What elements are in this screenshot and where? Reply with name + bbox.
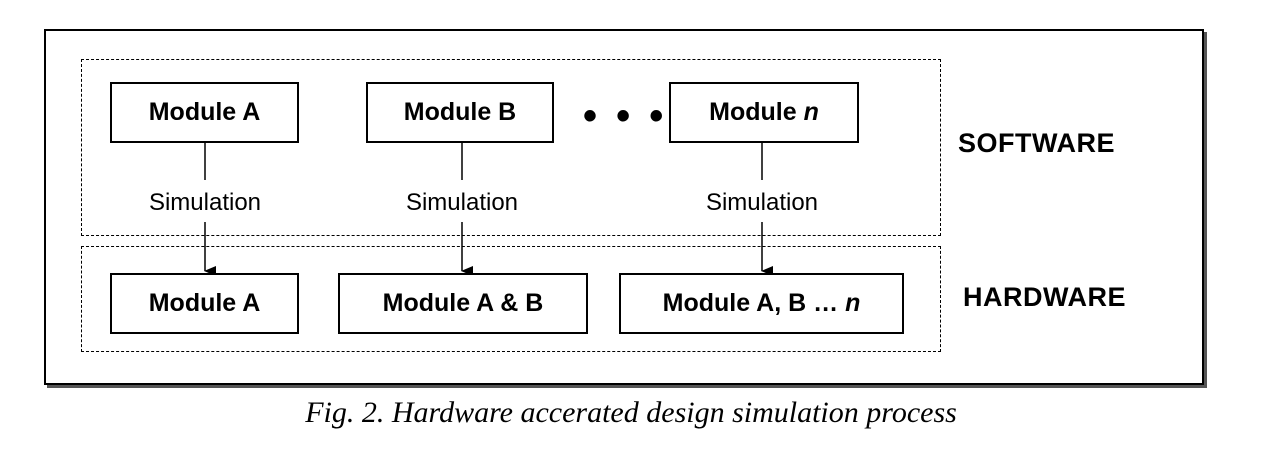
software-module-n-label-italic: n: [803, 98, 819, 126]
simulation-label-b: Simulation: [382, 188, 542, 218]
software-region: [81, 59, 941, 236]
hardware-module-a: Module A: [110, 273, 299, 334]
modules-ellipsis: • • •: [583, 94, 668, 138]
hardware-module-abn-label-prefix: Module A, B …: [662, 289, 846, 317]
hardware-module-a-label: Module A: [148, 289, 261, 317]
figure-caption: Fig. 2. Hardware accerated design simula…: [305, 396, 957, 429]
hardware-module-abn-label-italic: n: [845, 289, 861, 317]
hardware-module-ab: Module A & B: [338, 273, 588, 334]
hardware-label: HARDWARE: [963, 282, 1126, 312]
simulation-label-a: Simulation: [125, 188, 285, 218]
software-module-a: Module A: [110, 82, 299, 143]
software-module-a-label: Module A: [148, 98, 261, 126]
software-module-n-label-prefix: Module: [709, 98, 804, 126]
hardware-module-abn: Module A, B … n: [619, 273, 904, 334]
software-module-b: Module B: [366, 82, 554, 143]
diagram-frame: [44, 29, 1204, 385]
software-module-b-label: Module B: [403, 98, 517, 126]
software-label: SOFTWARE: [958, 128, 1115, 158]
software-module-n: Module n: [669, 82, 859, 143]
simulation-label-n: Simulation: [682, 188, 842, 218]
hardware-module-ab-label: Module A & B: [382, 289, 544, 317]
hardware-region: [81, 246, 941, 352]
